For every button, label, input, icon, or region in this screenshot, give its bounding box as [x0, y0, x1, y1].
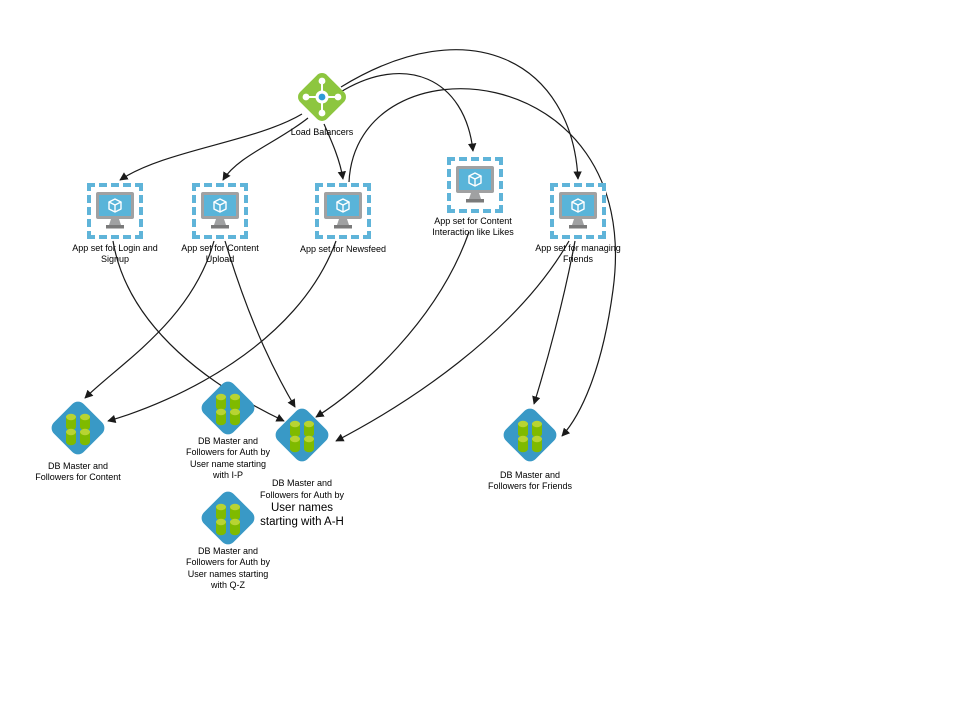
load-balancer-icon: [298, 73, 346, 121]
db-content-label: DB Master and Followers for Content: [35, 461, 121, 483]
node-db-auth-qz: [196, 486, 260, 550]
db-cluster-icon: [275, 408, 329, 462]
app-friends-label: App set for managing Friends: [535, 243, 621, 265]
db-cluster-icon: [201, 491, 255, 545]
node-db-auth-ah: [270, 403, 334, 467]
db-auth-qz-label: DB Master and Followers for Auth by User…: [185, 546, 271, 590]
vm-scale-set-icon: [456, 166, 494, 203]
node-db-auth-ip: [196, 376, 260, 440]
app-newsfeed-label: App set for Newsfeed: [299, 244, 387, 254]
node-app-likes: [447, 157, 503, 213]
app-likes-label: App set for Content Interaction like Lik…: [432, 216, 514, 238]
node-db-content: [46, 396, 110, 460]
app-login-label: App set for Login and Signup: [72, 243, 158, 265]
db-auth-ip-label: DB Master and Followers for Auth by User…: [185, 436, 271, 480]
edge-likes-db-auth-ah: [315, 231, 470, 418]
vm-scale-set-icon: [324, 192, 362, 229]
node-db-friends: [498, 403, 562, 467]
load-balancer-label: Load Balancers: [290, 127, 354, 137]
db-cluster-icon: [503, 408, 557, 462]
db-auth-ah-label-small: DB Master and Followers for Auth by: [259, 478, 345, 500]
edge-lb-app-login: [119, 113, 303, 181]
node-load-balancer: [293, 68, 351, 126]
node-app-friends: [550, 183, 606, 239]
db-auth-ah-label-large: User names starting with A-H: [260, 501, 344, 528]
node-app-login: [87, 183, 143, 239]
vm-scale-set-icon: [96, 192, 134, 229]
vm-scale-set-icon: [201, 192, 239, 229]
db-cluster-icon: [51, 401, 105, 455]
node-app-newsfeed: [315, 183, 371, 239]
node-app-upload: [192, 183, 248, 239]
db-cluster-icon: [201, 381, 255, 435]
app-upload-label: App set for Content Upload: [181, 243, 259, 265]
edge-lb-app-likes: [338, 72, 477, 152]
db-friends-label: DB Master and Followers for Friends: [487, 470, 573, 492]
vm-scale-set-icon: [559, 192, 597, 229]
db-auth-ah-label: DB Master and Followers for Auth by User…: [245, 467, 359, 541]
